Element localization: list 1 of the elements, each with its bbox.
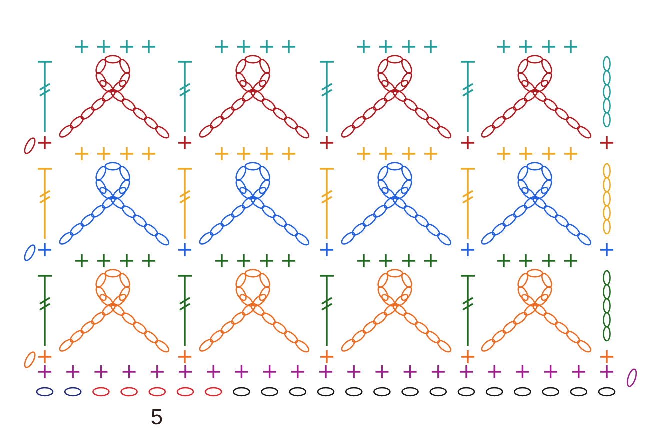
repeat-number: 5 [152,409,162,425]
